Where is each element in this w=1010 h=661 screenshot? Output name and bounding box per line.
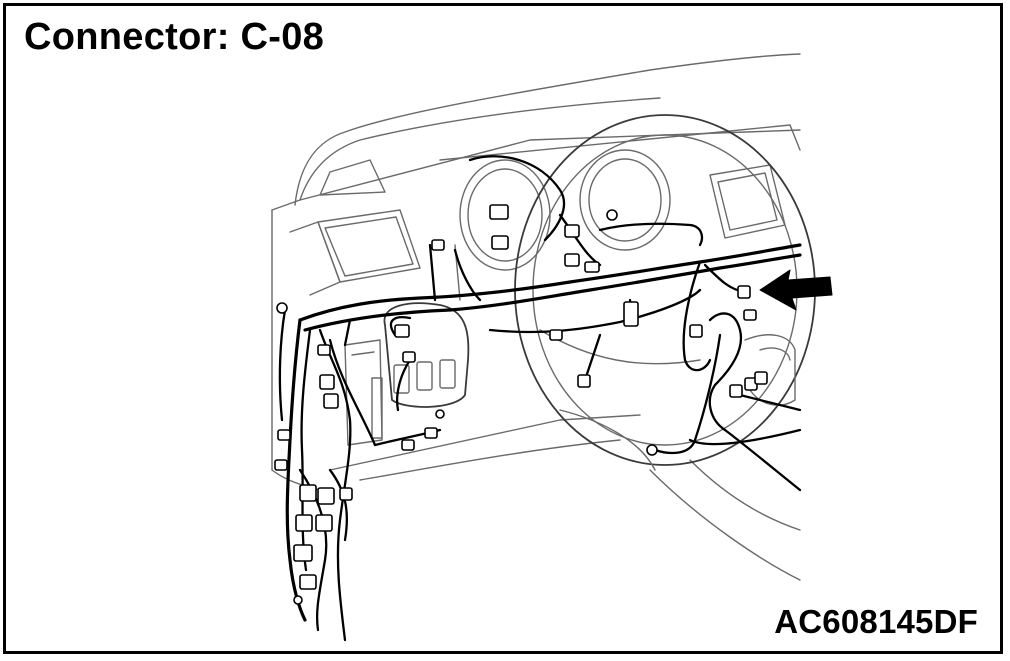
figure-code-label: AC608145DF	[774, 603, 978, 640]
diagram-frame: Connector: C-08 AC608145DF	[3, 3, 1003, 654]
center-display-panel	[289, 209, 421, 296]
switch-panel	[344, 302, 470, 446]
page-title: Connector: C-08	[24, 16, 325, 58]
wiring-harness	[278, 155, 802, 642]
connector-indicator-arrow-icon	[759, 269, 833, 311]
instrument-cluster	[439, 124, 801, 301]
connectors	[274, 204, 768, 605]
dashboard-outline	[271, 53, 801, 581]
